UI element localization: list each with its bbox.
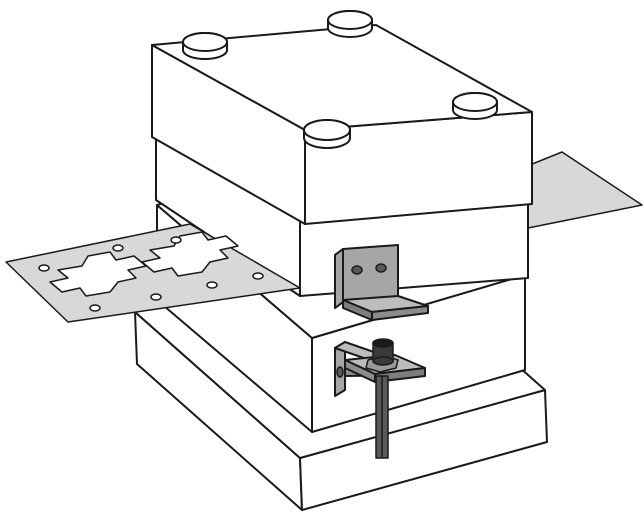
bracket-bolt-hole	[351, 265, 363, 275]
guide-post-cap	[452, 92, 498, 120]
guide-post-cap	[303, 119, 351, 149]
upper-l-bracket	[334, 244, 429, 321]
guide-post-cap	[327, 10, 373, 38]
blank-cutout-1	[49, 251, 147, 297]
metal-strip	[5, 223, 301, 323]
punch-holder-plate	[151, 24, 533, 225]
guide-post-cap	[182, 32, 228, 60]
blank-cutout-2	[141, 231, 239, 277]
pilot-holes	[38, 236, 264, 312]
bracket-bolt-hole	[336, 366, 344, 378]
bracket-bolt-hole	[375, 263, 387, 273]
proximity-sensor	[365, 338, 399, 459]
sensor-face	[372, 338, 394, 348]
